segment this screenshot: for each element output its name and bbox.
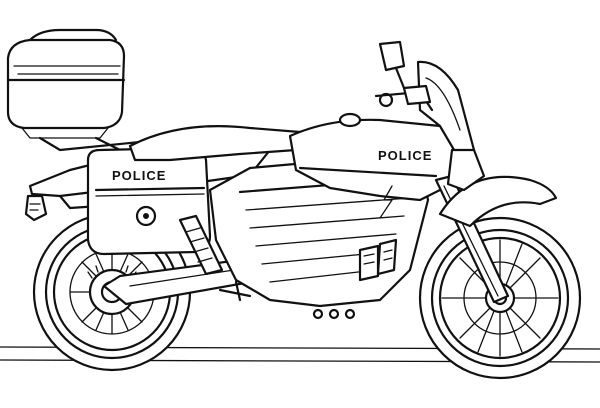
top-case [6,28,142,152]
tank-fairing: POLICE [288,112,462,219]
tank-police-label: POLICE [378,148,432,163]
windscreen [416,60,476,162]
side-pannier: POLICE [86,146,212,256]
headlight-fairing [446,148,486,192]
handlebar [374,84,434,112]
footpeg [218,280,252,302]
mirror [378,40,410,100]
pannier-police-label: POLICE [112,168,166,183]
seat [128,125,302,162]
